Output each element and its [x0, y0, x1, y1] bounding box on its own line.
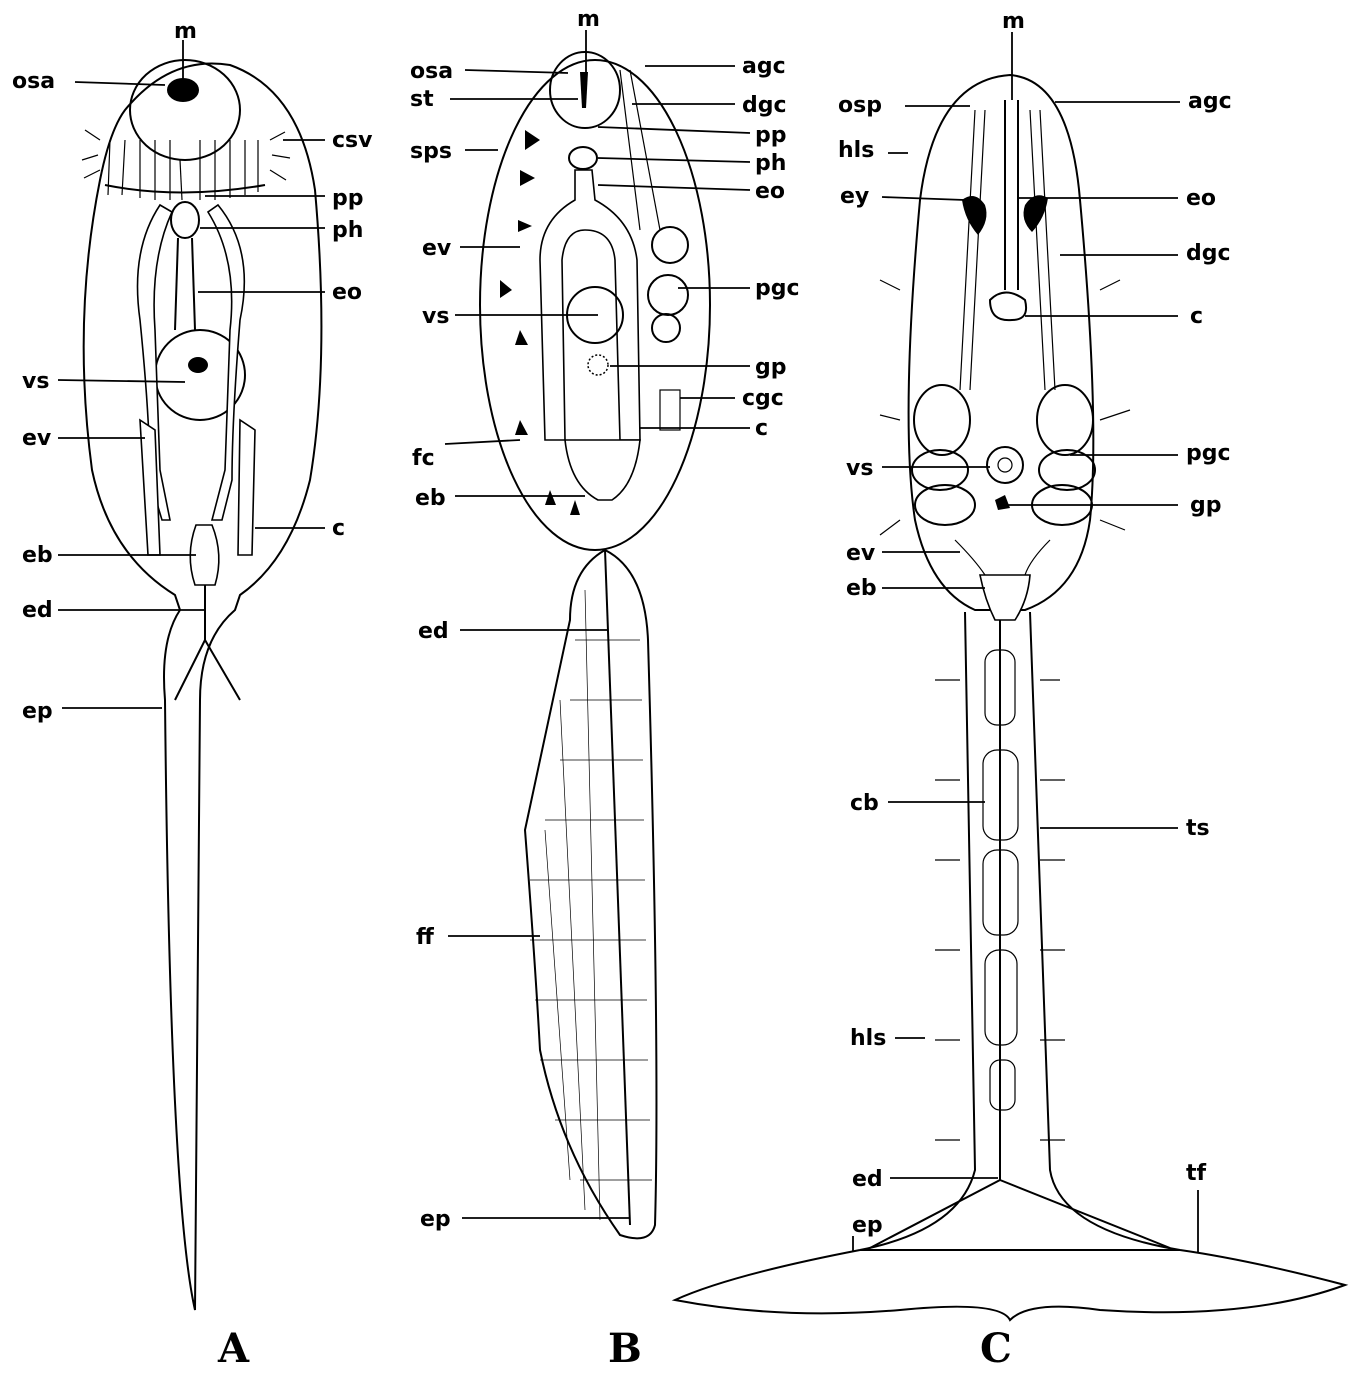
label-c-pgc: pgc	[1186, 441, 1231, 466]
label-c-m: m	[1002, 9, 1025, 34]
label-c-eo: eo	[1186, 186, 1216, 211]
label-b-ep: ep	[420, 1207, 451, 1232]
label-a-ev: ev	[22, 426, 52, 451]
label-c-hls-top: hls	[838, 138, 874, 163]
label-c-dgc: dgc	[1186, 241, 1231, 266]
label-c-agc: agc	[1188, 89, 1232, 114]
panel-c-drawing	[675, 75, 1345, 1320]
label-a-eo: eo	[332, 280, 362, 305]
label-c-ed: ed	[852, 1167, 883, 1192]
label-c-gp: gp	[1190, 493, 1222, 518]
label-a-vs: vs	[22, 369, 49, 394]
label-c-vs: vs	[846, 456, 873, 481]
label-b-osa: osa	[410, 59, 453, 84]
label-b-agc: agc	[742, 54, 786, 79]
label-b-eo: eo	[755, 179, 785, 204]
panel-label-b: B	[608, 1325, 642, 1372]
label-a-osa: osa	[12, 69, 55, 94]
label-c-c: c	[1190, 304, 1203, 329]
label-b-st: st	[410, 87, 434, 112]
panel-b-drawing	[480, 52, 710, 1238]
label-c-eb: eb	[846, 576, 877, 601]
label-c-tf: tf	[1186, 1161, 1207, 1186]
label-a-pp: pp	[332, 186, 364, 211]
panel-a-drawing	[82, 60, 321, 1310]
label-a-c: c	[332, 516, 345, 541]
label-b-eb: eb	[415, 486, 446, 511]
label-a-ed: ed	[22, 598, 53, 623]
label-a-ep: ep	[22, 699, 53, 724]
panel-label-a: A	[217, 1325, 250, 1372]
label-a-csv: csv	[332, 128, 373, 153]
panel-label-c: C	[980, 1325, 1012, 1372]
label-b-ev: ev	[422, 236, 452, 261]
label-c-ts: ts	[1186, 816, 1210, 841]
label-b-fc: fc	[412, 446, 435, 471]
label-b-pgc: pgc	[755, 276, 800, 301]
label-b-m: m	[577, 7, 600, 32]
label-b-gp: gp	[755, 355, 787, 380]
label-b-dgc: dgc	[742, 93, 787, 118]
label-b-cgc: cgc	[742, 386, 784, 411]
panel-a-labels: m osa csv pp ph eo vs ev c eb ed ep A	[12, 19, 373, 1372]
label-c-ep: ep	[852, 1213, 883, 1238]
label-b-ff: ff	[416, 925, 435, 950]
label-a-ph: ph	[332, 218, 363, 243]
label-b-pp: pp	[755, 123, 787, 148]
label-c-cb: cb	[850, 791, 879, 816]
label-c-osp: osp	[838, 93, 882, 118]
label-b-ed: ed	[418, 619, 449, 644]
label-b-c: c	[755, 416, 768, 441]
label-b-vs: vs	[422, 304, 449, 329]
label-a-m: m	[174, 19, 197, 44]
label-b-ph: ph	[755, 151, 786, 176]
label-c-ev: ev	[846, 541, 876, 566]
label-b-sps: sps	[410, 139, 452, 164]
label-c-ey: ey	[840, 184, 869, 209]
label-c-hls-bottom: hls	[850, 1026, 886, 1051]
label-a-eb: eb	[22, 543, 53, 568]
